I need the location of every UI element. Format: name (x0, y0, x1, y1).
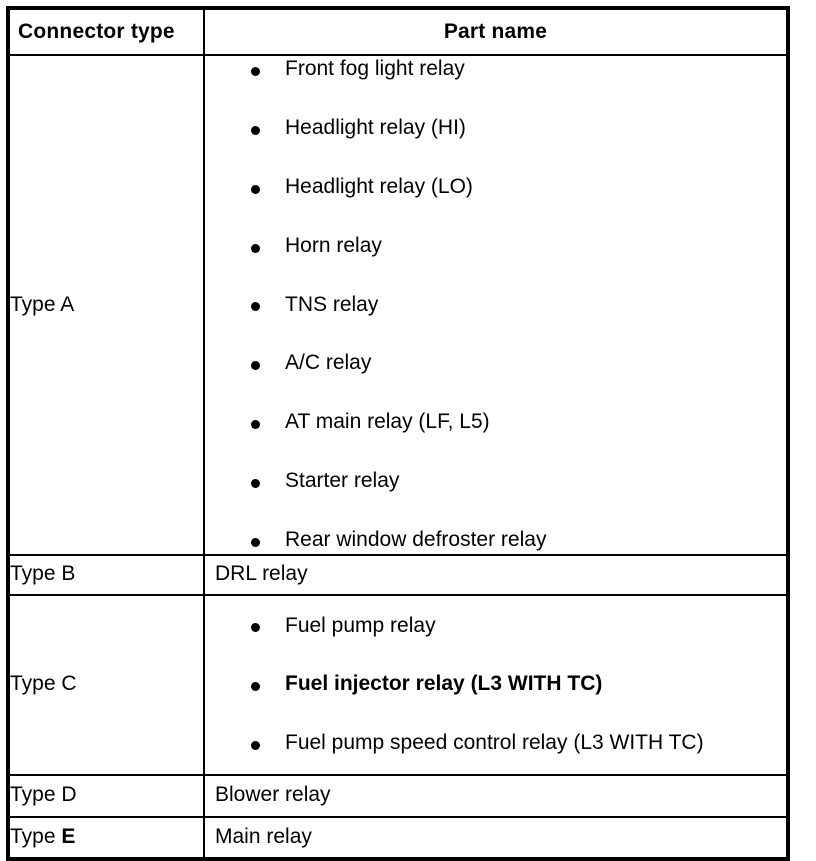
connector-type-prefix: Type (10, 562, 62, 586)
list-item: TNS relay (251, 292, 786, 319)
part-name-text: Fuel injector relay (L3 WITH TC) (285, 672, 603, 696)
part-name-cell: DRL relay (203, 553, 789, 596)
list-item: Fuel injector relay (L3 WITH TC) (251, 671, 786, 698)
list-item: AT main relay (LF, L5) (251, 409, 786, 436)
connector-type-prefix: Type (10, 292, 61, 316)
part-name-cell: Fuel pump relay Fuel injector relay (L3 … (203, 593, 789, 776)
connector-type-letter: E (61, 824, 76, 848)
table-row: Type A Front fog light relay Headlight r… (7, 54, 789, 556)
part-name-cell: Blower relay (203, 773, 789, 818)
part-name-text: Headlight relay (LO) (285, 174, 473, 198)
part-name-text: Starter relay (285, 469, 400, 493)
list-item: Fuel pump speed control relay (L3 WITH T… (251, 730, 786, 757)
part-name-cell: Main relay (203, 815, 789, 860)
list-item: A/C relay (251, 350, 786, 377)
table-body: Type A Front fog light relay Headlight r… (7, 54, 789, 860)
table-row: Type E Main relay (7, 815, 789, 860)
connector-type-cell: Type A (7, 54, 205, 556)
connector-type-prefix: Type (10, 672, 62, 696)
bullet-icon (251, 682, 260, 692)
part-name-text: Blower relay (215, 783, 331, 807)
bullet-icon (251, 243, 260, 253)
list-item: Headlight relay (LO) (251, 174, 786, 201)
table-header: Connector type Part name (7, 7, 789, 56)
part-name-text: AT main relay (LF, L5) (285, 410, 490, 434)
part-name-text: Fuel pump speed control relay (L3 WITH T… (285, 731, 704, 755)
connector-type-cell: Type D (7, 773, 205, 818)
bullet-icon (251, 479, 260, 489)
table-row: Type B DRL relay (7, 553, 789, 596)
connector-type-letter: A (60, 292, 75, 316)
bullet-icon (251, 361, 260, 371)
bullet-icon (251, 302, 260, 312)
connector-type-cell: Type C (7, 593, 205, 776)
list-item: Starter relay (251, 468, 786, 495)
part-name-text: Front fog light relay (285, 57, 465, 80)
list-item: Headlight relay (HI) (251, 115, 786, 142)
column-header-part-name: Part name (203, 7, 789, 56)
part-list: Front fog light relay Headlight relay (H… (205, 56, 786, 554)
connector-type-letter: D (61, 783, 77, 807)
part-name-text: Rear window defroster relay (285, 528, 547, 551)
part-name-text: Main relay (215, 824, 312, 848)
connector-type-cell: Type E (7, 815, 205, 860)
bullet-icon (251, 420, 260, 430)
relay-connector-table: Connector type Part name Type A Front fo… (6, 6, 790, 861)
column-header-connector-type: Connector type (7, 7, 205, 56)
part-list: Fuel pump relay Fuel injector relay (L3 … (205, 613, 786, 758)
connector-type-cell: Type B (7, 553, 205, 596)
bullet-icon (251, 537, 260, 547)
table-row: Type D Blower relay (7, 773, 789, 818)
connector-type-letter: C (61, 672, 77, 696)
bullet-icon (251, 184, 260, 194)
part-name-text: TNS relay (285, 292, 379, 316)
bullet-icon (251, 125, 260, 135)
bullet-icon (251, 623, 260, 633)
list-item: Rear window defroster relay (251, 527, 786, 554)
connector-type-prefix: Type (10, 783, 62, 807)
table-row: Type C Fuel pump relay Fuel injector rel… (7, 593, 789, 776)
part-name-text: Horn relay (285, 233, 382, 257)
list-item: Fuel pump relay (251, 613, 786, 640)
header-row: Connector type Part name (7, 7, 789, 56)
list-item: Horn relay (251, 233, 786, 260)
list-item: Front fog light relay (251, 56, 786, 83)
part-name-text: Fuel pump relay (285, 613, 436, 637)
part-name-text: DRL relay (215, 562, 308, 586)
part-name-text: Headlight relay (HI) (285, 115, 466, 139)
bullet-icon (251, 741, 260, 751)
connector-type-prefix: Type (10, 824, 62, 848)
part-name-cell: Front fog light relay Headlight relay (H… (203, 54, 789, 556)
connector-type-letter: B (61, 562, 76, 586)
part-name-text: A/C relay (285, 351, 372, 375)
bullet-icon (251, 66, 260, 76)
